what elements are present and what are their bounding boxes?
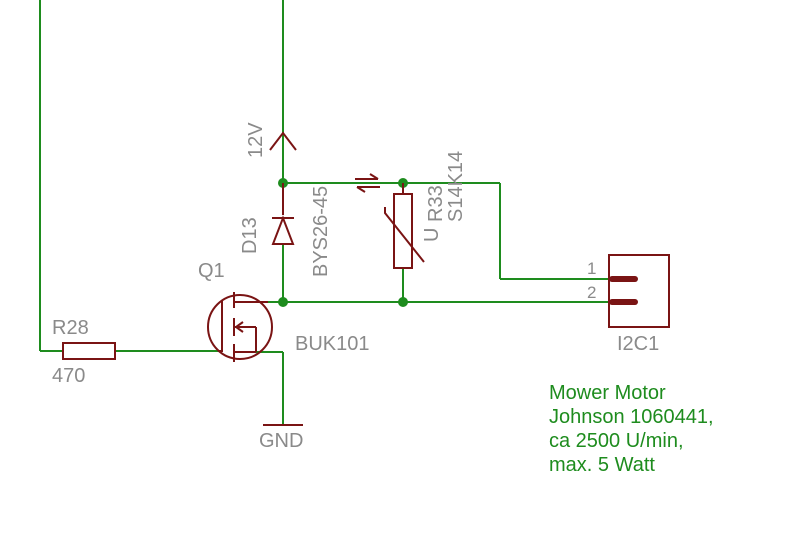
varistor-u-label: U bbox=[421, 228, 443, 242]
note-line-2: Johnson 1060441, bbox=[549, 406, 714, 428]
resistor-value-label: 470 bbox=[52, 365, 85, 387]
mosfet-arrow-icon bbox=[234, 321, 244, 333]
connector-i2c1[interactable]: 1 2 I2C1 bbox=[587, 254, 670, 355]
supply-arrow-icon bbox=[269, 131, 297, 151]
connector-ref-label: I2C1 bbox=[617, 333, 659, 355]
arrow-head-right-icon bbox=[369, 173, 379, 180]
junction-drain bbox=[278, 297, 288, 307]
diode-ref-label: D13 bbox=[239, 217, 261, 254]
arrow-head-left-icon bbox=[356, 186, 366, 193]
motor-note: Mower Motor Johnson 1060441, ca 2500 U/m… bbox=[549, 382, 714, 476]
junctions bbox=[278, 178, 408, 307]
mosfet-value-label: BUK101 bbox=[295, 333, 370, 355]
note-line-3: ca 2500 U/min, bbox=[549, 430, 684, 452]
resistor-r28[interactable]: R28 470 bbox=[52, 317, 116, 387]
connector-body bbox=[608, 254, 670, 328]
diode-d13[interactable]: D13 BYS26-45 bbox=[239, 183, 332, 277]
diode-value-label: BYS26-45 bbox=[310, 186, 332, 277]
varistor-value-label: S14K14 bbox=[445, 151, 467, 222]
varistor-curve-icon bbox=[384, 207, 425, 263]
varistor-body bbox=[393, 193, 413, 269]
diode-triangle-icon bbox=[271, 215, 295, 245]
mosfet-q1[interactable]: Q1 BUK101 bbox=[198, 260, 370, 362]
connector-pin2-label: 2 bbox=[587, 283, 596, 302]
signal-arrows bbox=[355, 173, 380, 193]
resistor-ref-label: R28 bbox=[52, 317, 89, 339]
mosfet-ref-label: Q1 bbox=[198, 260, 225, 282]
junction-varistor-bottom bbox=[398, 297, 408, 307]
ground-symbol[interactable]: GND bbox=[259, 424, 303, 452]
varistor-r33[interactable]: R33 S14K14 U bbox=[384, 151, 467, 269]
connector-pin1-label: 1 bbox=[587, 259, 596, 278]
supply-label: 12V bbox=[245, 122, 267, 158]
mosfet-body-circle bbox=[207, 294, 273, 360]
note-line-4: max. 5 Watt bbox=[549, 454, 655, 476]
ground-label: GND bbox=[259, 430, 303, 452]
supply-12v-symbol[interactable]: 12V bbox=[245, 122, 297, 158]
varistor-ref-label: R33 bbox=[425, 185, 447, 222]
note-line-1: Mower Motor bbox=[549, 382, 666, 404]
resistor-body bbox=[62, 342, 116, 360]
